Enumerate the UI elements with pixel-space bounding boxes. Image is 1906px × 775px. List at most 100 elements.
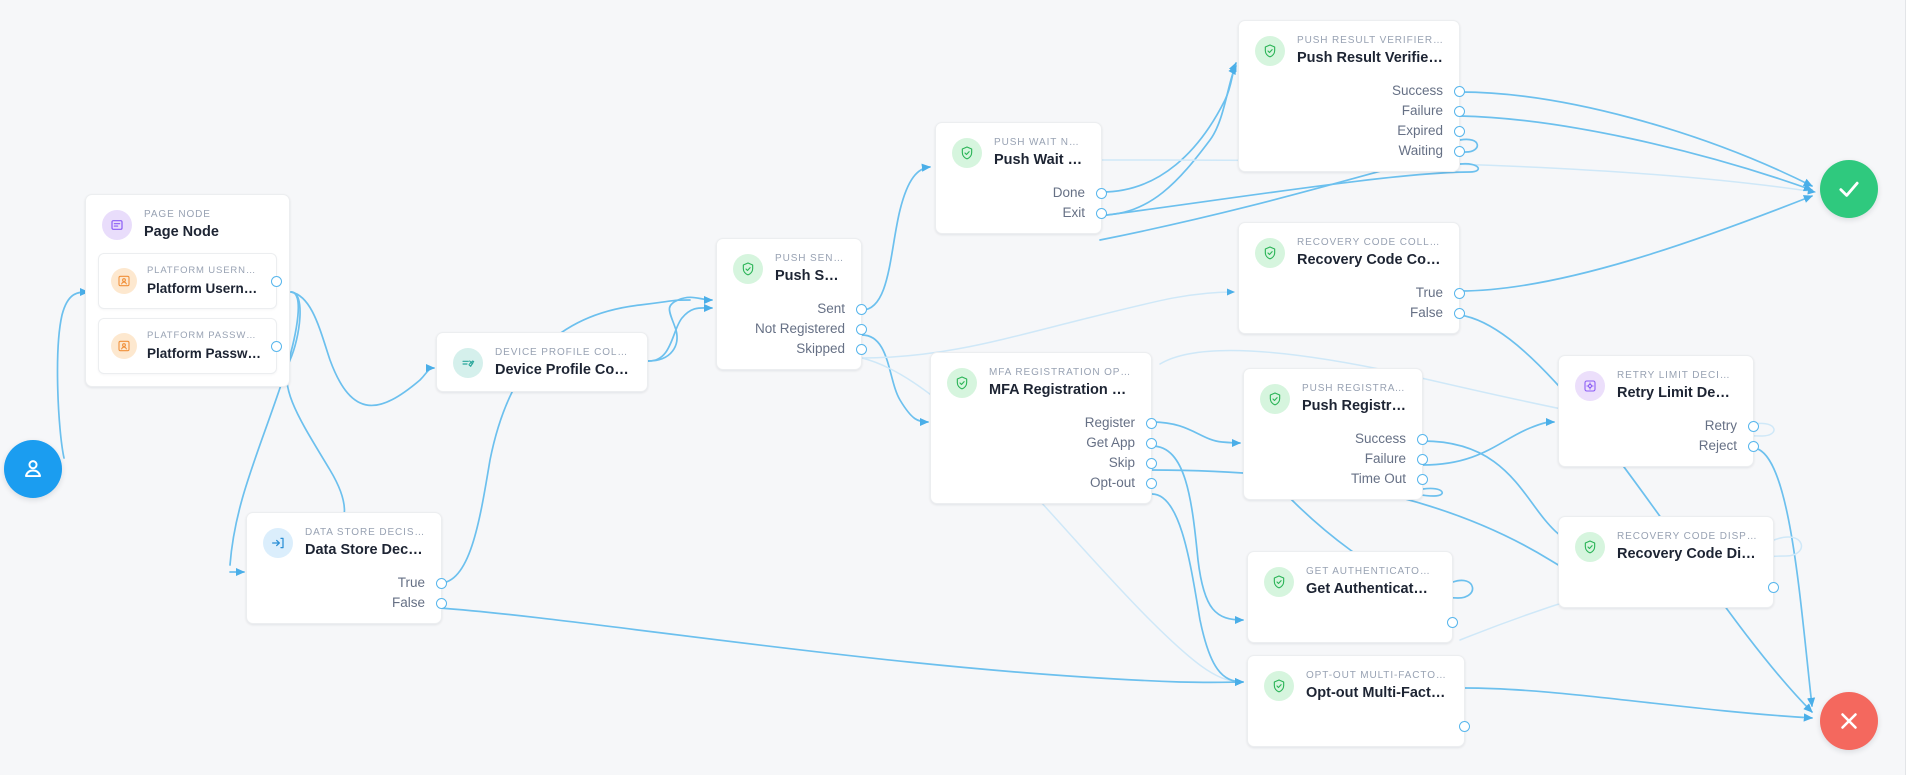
output-port-label: Not Registered [754,321,845,336]
output-port-row[interactable]: Get App [931,433,1157,453]
output-port-dot[interactable] [1747,440,1759,452]
output-port-dot[interactable] [1458,720,1470,732]
output-port-row[interactable]: Success [1239,81,1465,101]
node-push-registration[interactable]: PUSH REGISTRATIONPush RegistrationSucces… [1243,368,1428,500]
output-port-row[interactable]: Success [1244,429,1428,449]
output-port-dot[interactable] [1767,581,1779,593]
output-port-dot[interactable] [1453,105,1465,117]
node-get-authenticator-app[interactable]: GET AUTHENTICATOR APPGet Authenticator A… [1247,551,1458,643]
output-port-label: Waiting [1398,143,1443,158]
output-port-row[interactable]: Failure [1239,101,1465,121]
output-port-row[interactable]: Time Out [1244,469,1428,489]
shield-check-icon [1260,384,1290,414]
output-port-dot[interactable] [1145,457,1157,469]
node-recovery-code-collector[interactable]: RECOVERY CODE COLLECTOR …Recovery Code C… [1238,222,1465,334]
id-card-icon [111,333,137,359]
output-port-label: Opt-out [1089,475,1135,490]
output-port-dot[interactable] [1145,417,1157,429]
output-port-row[interactable]: Sent [717,299,867,319]
edge-page-node-username-out-to-device-profile-collector [285,291,346,546]
output-port[interactable] [270,275,282,287]
node-titles: PUSH SENDERPush Sender [775,252,845,286]
edge-prv-failure-to-success2 [1459,115,1813,192]
output-port-dot[interactable] [1416,433,1428,445]
success-outcome-node[interactable] [1820,160,1878,218]
node-name-label: Get Authenticator App [1306,581,1436,597]
output-port-dot[interactable] [1453,287,1465,299]
node-mfa-registration-options[interactable]: MFA REGISTRATION OPTIONSMFA Registration… [930,352,1157,504]
output-port-row[interactable]: True [1239,283,1465,303]
output-port-dot[interactable] [435,577,447,589]
edge-rcc-true-to-success [1459,195,1813,292]
output-port-row[interactable]: True [247,573,447,593]
gear-square-icon [1575,371,1605,401]
output-port-dot[interactable] [1453,85,1465,97]
output-port-dot[interactable] [855,323,867,335]
output-port-row[interactable]: Expired [1239,121,1465,141]
output-port-row[interactable] [1248,612,1458,632]
output-port-row[interactable]: Failure [1244,449,1428,469]
output-port-dot[interactable] [1453,125,1465,137]
shield-check-icon [1264,671,1294,701]
output-port-row[interactable]: Opt-out [931,473,1157,493]
edge-push-wait-node-done-to-push-result-verifier [1101,62,1237,193]
output-port-dot[interactable] [1416,473,1428,485]
edge-mfa-register-to-push-registration [1151,421,1242,448]
output-port-row[interactable]: Waiting [1239,141,1465,161]
output-port-row[interactable]: Not Registered [717,319,867,339]
output-port-dot[interactable] [855,303,867,315]
output-port-row[interactable]: Exit [936,203,1107,223]
output-port-row[interactable]: Reject [1559,436,1759,456]
shield-check-icon [947,368,977,398]
output-port-dot[interactable] [1416,453,1428,465]
node-type-label: PUSH SENDER [775,253,845,264]
output-port-dot[interactable] [1095,187,1107,199]
output-port-dot[interactable] [855,343,867,355]
shield-check-icon [1575,532,1605,562]
output-port-row[interactable]: False [1239,303,1465,323]
node-device-profile-collector[interactable]: DEVICE PROFILE COLLECTORDevice Profile C… [436,332,648,392]
output-port-dot[interactable] [1453,307,1465,319]
output-port-dot[interactable] [1095,207,1107,219]
output-port-row[interactable]: Retry [1559,416,1759,436]
shield-check-icon [952,138,982,168]
node-push-sender[interactable]: PUSH SENDERPush SenderSentNot Registered… [716,238,867,370]
output-port-dot[interactable] [1446,616,1458,628]
output-port-row[interactable]: False [247,593,447,613]
node-type-label: DATA STORE DECISION [305,527,425,538]
login-arrow-icon [263,528,293,558]
node-header: RECOVERY CODE DISPLAY NO…Recovery Code D… [1559,517,1773,575]
output-port-row[interactable]: Done [936,183,1107,203]
failure-outcome-node[interactable] [1820,692,1878,750]
output-port-row[interactable]: Skip [931,453,1157,473]
node-name-label: Opt-out Multi-Factor Au… [1306,685,1448,701]
output-port-row[interactable]: Skipped [717,339,867,359]
node-opt-out-multi-factor-auth[interactable]: OPT-OUT MULTI-FACTOR AUT…Opt-out Multi-F… [1247,655,1470,747]
start-node[interactable] [4,440,62,498]
output-port-row[interactable] [1559,577,1779,597]
output-port-dot[interactable] [1747,420,1759,432]
output-port-dot[interactable] [1145,477,1157,489]
output-port-dot[interactable] [435,597,447,609]
output-port-row[interactable] [1248,716,1470,736]
node-recovery-code-display-node[interactable]: RECOVERY CODE DISPLAY NO…Recovery Code D… [1558,516,1779,608]
output-port-label: Skipped [796,341,845,356]
output-port-dot[interactable] [1145,437,1157,449]
node-header: GET AUTHENTICATOR APPGet Authenticator A… [1248,552,1452,610]
output-port[interactable] [270,340,282,352]
output-port-row[interactable]: Register [931,413,1157,433]
output-port-dot[interactable] [1453,145,1465,157]
